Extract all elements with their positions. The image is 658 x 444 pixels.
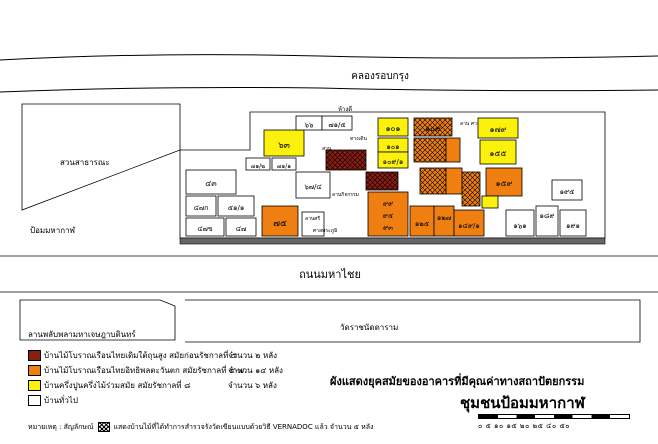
svg-text:สวน: สวน [322,146,332,152]
svg-text:๑๔๙/๑: ๑๔๙/๑ [458,222,480,230]
house-shrine [301,211,325,237]
house-195 [551,179,583,201]
svg-text:๖๖: ๖๖ [305,121,314,129]
svg-text:๖๓: ๖๓ [278,141,290,151]
map-title: ผังแสดงยุคสมัยของอาคารที่มีคุณค่าทางสถาป… [330,375,585,388]
svg-text:๑๖๑: ๑๖๑ [513,222,526,230]
legend-swatch-orange [28,365,41,376]
house-63 [263,129,305,157]
svg-text:๑๐๙/๑: ๑๐๙/๑ [383,158,404,166]
svg-text:๑๐๑: ๑๐๑ [386,143,399,151]
svg-text:๑๐๙: ๑๐๙ [425,124,441,133]
house-71-1 [271,157,297,171]
legend-swatch-white [28,395,41,406]
svg-text:๑๘๙: ๑๘๙ [540,212,555,220]
plaza-area [19,299,176,341]
legend-item: บ้านไม้โบราณเรือนไทยเดิมใต้ถุนสูง สมัยก่… [28,348,328,363]
svg-text:๖๗/๔: ๖๗/๔ [304,183,321,191]
map-subtitle: ชุมชนป้อมมหากาฬ [460,394,585,412]
house-159 [485,167,523,197]
svg-text:๗๑/๒: ๗๑/๒ [251,163,265,170]
svg-text:๑๙๕: ๑๙๕ [560,188,575,196]
canal: คลองรอบกรุง [0,54,658,93]
svg-text:๑๒๗: ๑๒๗ [437,214,451,222]
legend-item: บ้านทั่วไป [28,393,328,408]
svg-text:ศาลพระภูมิ: ศาลพระภูมิ [313,227,337,234]
legend-note: หมายเหตุ : สัญลักษณ์แสดงบ้านไม้ที่ได้ทำก… [28,422,374,432]
house-43 [185,169,237,195]
svg-text:๔๗ก: ๔๗ก [194,204,209,212]
house-71-2 [245,157,271,171]
buildings: ๔๓ ๔๗ก ๕๑/๑ ๔๗ข ๔๗ ๗๕ ๖๓ ๖๖ ๗๑/๕ ห้างดี … [185,105,587,237]
park-label: สวนสาธารณะ [60,158,110,167]
house-71-4 [295,171,331,199]
scale-labels: ๐ ๕ ๑๐ ๑๕ ๒๐ ๒๕ ๔๐ ๕๐ [478,422,571,430]
house-yellow-small [481,195,499,209]
legend-item: บ้านครึ่งปูนครึ่งไม้ร่วมสมัย สมัยรัชกาลท… [28,378,328,393]
svg-text:๗๑/๕: ๗๑/๕ [328,121,345,129]
house-99-93 [367,191,409,237]
house-109-1 [377,151,409,169]
svg-text:ทางเดิน: ทางเดิน [350,135,368,142]
house-orange-col [445,167,463,195]
svg-text:๑๙๑: ๑๙๑ [566,222,580,230]
house-47k [185,195,217,217]
fort-label: ป้อมมหากาฬ [30,226,76,235]
road: ถนนมหาไชย [0,255,658,293]
house-189 [535,205,559,237]
svg-text:๑๕๕: ๑๕๕ [489,149,506,158]
legend: บ้านไม้โบราณเรือนไทยเดิมใต้ถุนสูง สมัยก่… [28,348,328,408]
house-75 [261,205,299,237]
temple-area [185,299,641,343]
svg-text:๙๙: ๙๙ [383,200,393,208]
svg-text:ลาน ศาลพระ: ลาน ศาลพระ [460,121,489,127]
svg-text:๙๕: ๙๕ [383,212,393,220]
svg-text:๗๑/๑: ๗๑/๑ [277,163,291,170]
house-47b [185,217,225,237]
legend-swatch-yellow [28,380,41,391]
legend-item: บ้านไม้โบราณเรือนไทยอิทธิพลตะวันตก สมัยร… [28,363,328,378]
svg-text:๔๗: ๔๗ [236,225,247,233]
house-100 [377,117,409,137]
park-area [21,103,181,211]
house-191 [559,209,587,237]
house-179 [477,117,519,139]
house-47 [225,217,257,237]
house-155 [479,139,517,165]
svg-text:๑๐๑: ๑๐๑ [385,124,400,133]
house-orange-small [445,137,461,163]
svg-text:๕๑/๑: ๕๑/๑ [228,204,245,212]
svg-text:๑๗๙: ๑๗๙ [490,125,507,134]
house-51-1 [217,195,255,217]
house-71-5 [321,115,353,131]
svg-text:๗๕: ๗๕ [273,219,287,229]
road-label: ถนนมหาไชย [299,268,361,281]
svg-text:๑๕๙: ๑๕๙ [496,179,513,188]
temple-label: วัดราชนัดดาราม [340,323,398,332]
legend-swatch-dark-red [28,350,41,361]
scale-bar-graphic [478,414,630,419]
plaza-label: ลานพลับพลามหาเจษฎาบดินทร์ [28,329,136,339]
svg-text:๙๓: ๙๓ [383,224,393,232]
svg-text:ห้างดี: ห้างดี [338,105,352,113]
svg-text:ลานศรี: ลานศรี [305,215,320,222]
community-wall [179,237,606,245]
svg-text:๔๗ข: ๔๗ข [197,225,213,233]
house-161 [505,209,535,237]
scale-bar: ๐ ๕ ๑๐ ๑๕ ๒๐ ๒๕ ๔๐ ๕๐ [478,414,630,436]
hatch-symbol-icon [97,422,110,432]
svg-text:๔๓: ๔๓ [205,179,217,188]
canal-label: คลองรอบกรุง [351,71,409,82]
svg-text:ลานกิจกรรม: ลานกิจกรรม [332,191,359,198]
svg-text:๑๒๕: ๑๒๕ [415,220,429,228]
house-149-1 [453,209,485,237]
